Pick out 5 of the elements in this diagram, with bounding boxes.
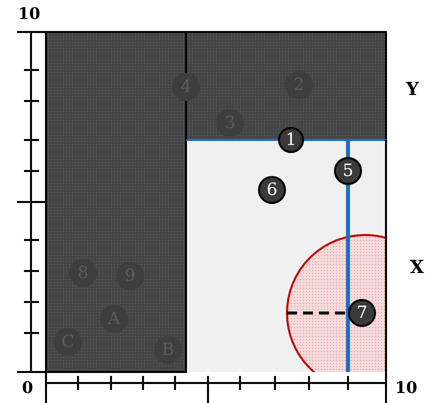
axis-label: 10 bbox=[395, 380, 418, 396]
axis-label: Y bbox=[406, 82, 419, 98]
axis-label: 10 bbox=[18, 6, 40, 22]
axis-label: X bbox=[410, 260, 424, 276]
axis-label: 0 bbox=[22, 380, 34, 396]
